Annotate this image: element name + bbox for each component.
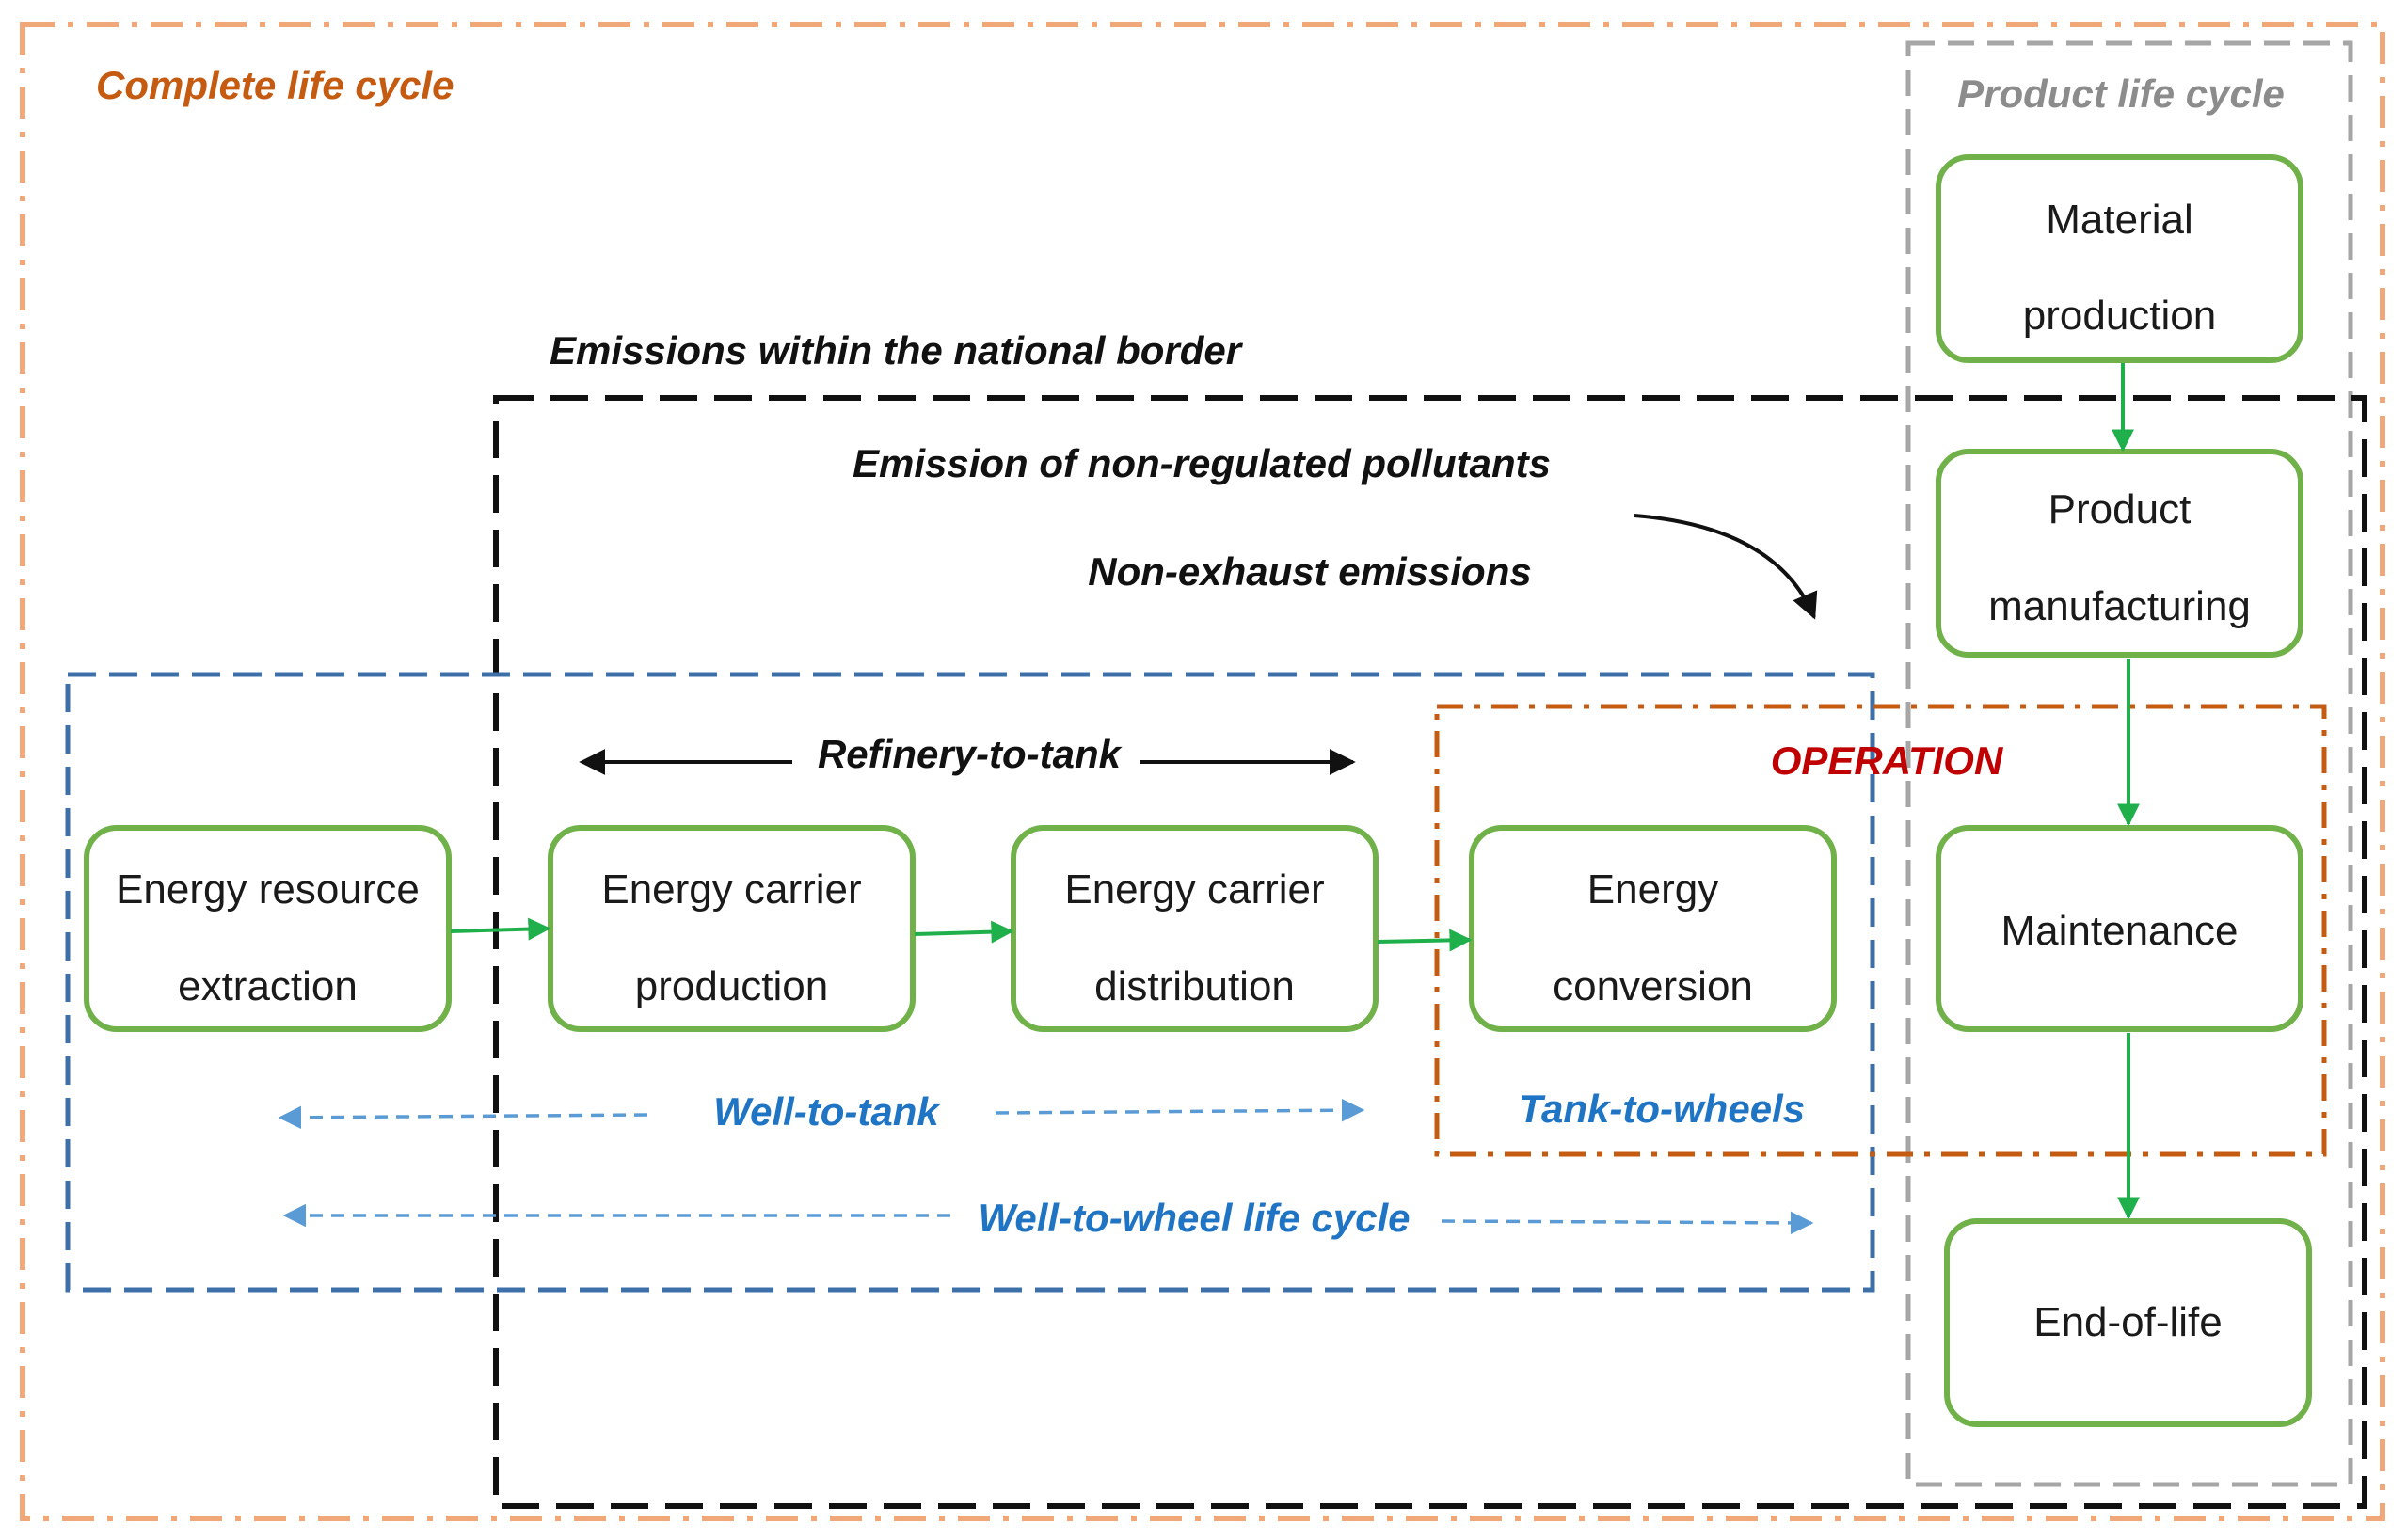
flow-arrow-distribution-to-conversion [1377, 929, 1473, 952]
national-border-label: Emissions within the national border [550, 328, 1244, 373]
node-product-manufacturing: Product manufacturing [1936, 449, 2303, 658]
operation-boundary [1434, 704, 2327, 1157]
complete-life-cycle-label: Complete life cycle [96, 63, 454, 107]
node-label: End-of-life [2033, 1299, 2223, 1345]
node-label-line1: Energy carrier [1064, 866, 1324, 913]
node-energy-carrier-distribution: Energy carrier distribution [1011, 825, 1379, 1032]
well-to-wheel-label: Well-to-wheel life cycle [978, 1196, 1410, 1240]
product-life-cycle-label: Product life cycle [1957, 71, 2285, 116]
node-label-line2: conversion [1553, 963, 1753, 1009]
node-label-line2: distribution [1094, 963, 1295, 1009]
well-to-tank-arrow-left [278, 1105, 648, 1130]
node-energy-carrier-production: Energy carrier production [548, 825, 916, 1032]
non-exhaust-label: Non-exhaust emissions [1088, 549, 1531, 594]
well-to-tank-label: Well-to-tank [713, 1089, 941, 1134]
node-label-line2: manufacturing [1988, 583, 2251, 629]
node-label-line1: Energy carrier [601, 866, 861, 913]
refinery-to-tank-label: Refinery-to-tank [818, 732, 1124, 776]
complete-life-cycle-boundary [20, 22, 2385, 1521]
node-material-production: Material production [1936, 154, 2303, 363]
non-regulated-label: Emission of non-regulated pollutants [853, 441, 1551, 485]
non-exhaust-curved-arrow [1634, 514, 1818, 620]
flow-arrow-extraction-to-production [450, 917, 551, 941]
flow-arrow-production-to-distribution [914, 920, 1014, 944]
node-label-line1: Energy [1587, 866, 1718, 913]
well-to-wheel-arrow-right [1441, 1211, 1814, 1235]
node-label-line2: production [635, 963, 828, 1009]
node-label-line2: production [2023, 293, 2216, 339]
product-life-cycle-boundary [1905, 40, 2353, 1487]
node-label-line1: Material [2046, 197, 2193, 243]
well-to-tank-arrow-right [995, 1098, 1365, 1122]
node-maintenance: Maintenance [1936, 825, 2303, 1032]
node-end-of-life: End-of-life [1944, 1218, 2312, 1427]
national-border-boundary [493, 395, 2367, 1509]
tank-to-wheels-label: Tank-to-wheels [1519, 1087, 1805, 1131]
operation-label: OPERATION [1771, 738, 2004, 783]
node-label-line1: Product [2048, 486, 2192, 532]
node-label-line2: extraction [178, 963, 358, 1009]
node-energy-conversion: Energy conversion [1469, 825, 1837, 1032]
node-label-line1: Energy resource [116, 866, 420, 913]
node-label: Maintenance [2001, 908, 2239, 954]
node-energy-resource-extraction: Energy resource extraction [84, 825, 452, 1032]
well-to-wheel-boundary [65, 672, 1875, 1293]
